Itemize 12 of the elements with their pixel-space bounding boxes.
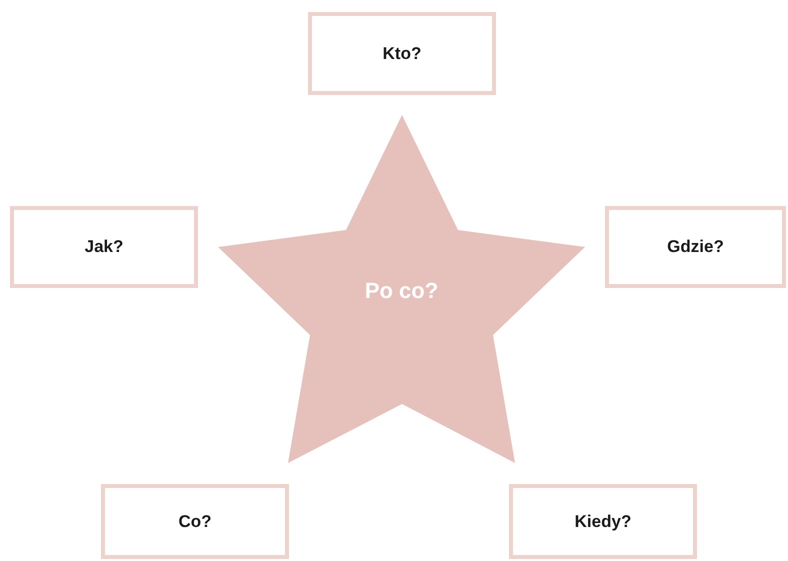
question-label: Jak? [84, 237, 124, 257]
question-label: Gdzie? [667, 237, 724, 257]
question-label: Co? [178, 512, 212, 532]
question-label: Kiedy? [574, 512, 632, 532]
question-label: Kto? [382, 44, 422, 64]
label-box [308, 12, 496, 95]
label-box [10, 206, 198, 288]
star-label: Po co? [364, 278, 440, 304]
label-box [101, 484, 289, 559]
label-box [605, 206, 786, 288]
star-shape [218, 115, 585, 463]
label-box [509, 484, 697, 559]
